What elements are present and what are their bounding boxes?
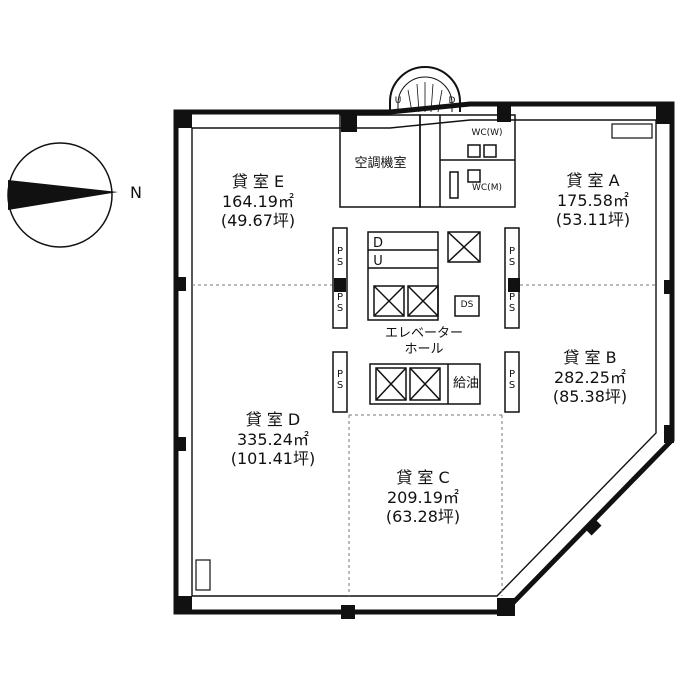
outer-stair-down-label: D: [448, 96, 456, 106]
outer-stair-up-label: U: [394, 96, 402, 106]
corner-details: [195, 123, 653, 591]
ds-label: DS: [460, 300, 474, 310]
elevator-hall-label: エレベーター ホール: [364, 326, 484, 358]
compass: [7, 142, 118, 248]
outer-walls: [173, 101, 675, 615]
room-c-label: 貸 室 C 209.19㎡ (63.28坪): [368, 468, 478, 527]
stair-up-label: U: [373, 254, 383, 269]
room-d-label: 貸 室 D 335.24㎡ (101.41坪): [213, 410, 333, 469]
oil-supply-label: 給油: [452, 376, 479, 391]
room-a-name: 貸 室 A: [566, 171, 620, 190]
wc-women-label: WC(W): [471, 128, 503, 138]
room-a-label: 貸 室 A 175.58㎡ (53.11坪): [538, 171, 648, 230]
compass-north-label: N: [130, 183, 142, 202]
room-b-name: 貸 室 B: [563, 348, 617, 367]
room-a-tsubo: (53.11坪): [555, 210, 631, 230]
elevator-core: [332, 227, 520, 413]
elevator-hall-line1: エレベーター: [384, 326, 463, 341]
room-e-tsubo: (49.67坪): [220, 211, 296, 231]
room-c-tsubo: (63.28坪): [385, 507, 461, 527]
compass-needle: [8, 180, 118, 210]
wc-men-label: WC(M): [472, 183, 502, 193]
tenant-boundaries: [192, 284, 656, 596]
room-e-name: 貸 室 E: [231, 172, 285, 191]
room-d-area: 335.24㎡: [237, 429, 309, 449]
elevator-hall-line2: ホール: [404, 341, 444, 357]
stair-down-label: D: [372, 236, 383, 251]
room-a-area: 175.58㎡: [557, 190, 629, 210]
service-core: [339, 114, 516, 208]
room-c-name: 貸 室 C: [396, 468, 450, 487]
room-d-tsubo: (101.41坪): [230, 449, 316, 469]
room-d-name: 貸 室 D: [245, 410, 301, 429]
room-e-area: 164.19㎡: [222, 191, 294, 211]
room-c-area: 209.19㎡: [387, 487, 459, 507]
outer-stair: [389, 66, 461, 113]
columns: [176, 104, 674, 619]
machine-room-label: 空調機室: [354, 156, 407, 171]
room-b-area: 282.25㎡: [554, 367, 626, 387]
room-e-label: 貸 室 E 164.19㎡ (49.67坪): [203, 172, 313, 231]
room-b-tsubo: (85.38坪): [552, 387, 628, 407]
room-b-label: 貸 室 B 282.25㎡ (85.38坪): [535, 348, 645, 407]
